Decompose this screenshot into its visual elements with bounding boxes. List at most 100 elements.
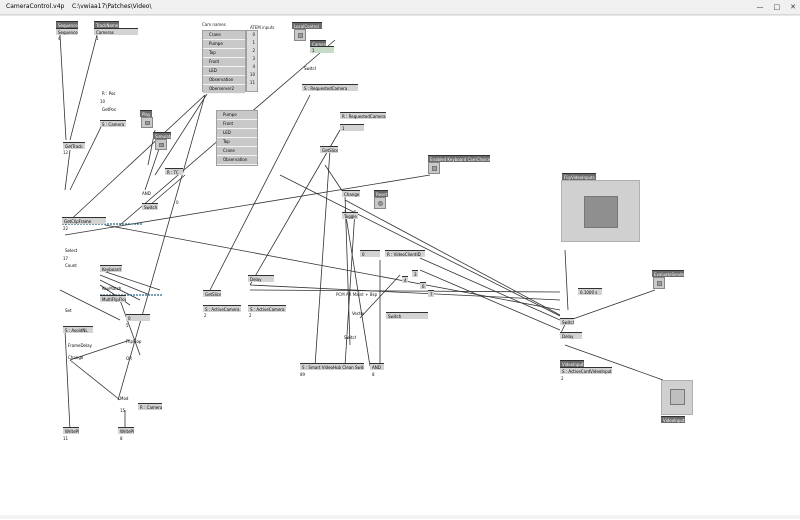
maximize-icon[interactable]: □ xyxy=(773,3,781,11)
simulate-toggle[interactable] xyxy=(155,139,167,150)
cam-names-list[interactable]: Crane Pumpe Top Front LED Observation Ob… xyxy=(202,30,246,94)
s-avoidnl-node[interactable]: S : AvoidNL xyxy=(63,326,93,333)
select-node-1[interactable]: Select xyxy=(65,248,78,253)
keymatch-node[interactable]: KeyMatch xyxy=(102,286,122,291)
count-node[interactable]: Count xyxy=(65,263,77,268)
requested-number[interactable]: 1 xyxy=(340,124,364,131)
delay-node-1[interactable]: Delay xyxy=(248,275,274,282)
mod-node[interactable]: Mod xyxy=(120,396,129,401)
or-node[interactable]: OR xyxy=(126,356,132,361)
simulate-label[interactable]: Simulate xyxy=(153,132,171,139)
smart-videohub-node[interactable]: S : Smart VideoHub Clean Switch xyxy=(300,363,364,370)
r-pos-node[interactable]: R : Pos xyxy=(102,91,116,96)
getclipframe-node[interactable]: GetClipFrame xyxy=(62,217,106,224)
flipflop-node[interactable]: FlipFlop xyxy=(126,339,142,344)
evaluatesender-toggle[interactable] xyxy=(653,277,665,289)
localcontrol-label[interactable]: LocalControl xyxy=(292,22,322,29)
camera-value[interactable]: 1 xyxy=(310,46,334,53)
vector-node[interactable]: Vector xyxy=(352,311,364,316)
cam-name-row[interactable]: Pumpe xyxy=(217,111,257,120)
flipvideoinputs-panel[interactable] xyxy=(561,180,640,242)
toggle-node[interactable]: Toggle xyxy=(342,212,358,219)
s-activecamera-node-2[interactable]: S : ActiveCamera xyxy=(248,305,286,312)
camera-label[interactable]: Camera xyxy=(310,40,326,47)
cam-name-row[interactable]: Crane xyxy=(217,147,257,156)
switch-node-4[interactable]: Switch xyxy=(386,312,428,319)
set-node[interactable]: Set xyxy=(65,308,72,313)
trackname-label[interactable]: TrackName xyxy=(94,21,119,28)
switch-node-1[interactable]: Switch xyxy=(142,203,158,210)
and-node-1[interactable]: AND xyxy=(142,191,151,196)
enabled-keyboard-label[interactable]: Enabled Keyboard CamChoice xyxy=(428,155,490,162)
reset-bang[interactable] xyxy=(374,197,386,209)
cam-name-row[interactable]: Observation xyxy=(217,156,257,165)
gettrack-node[interactable]: GetTrack xyxy=(63,142,85,149)
switch-node-3[interactable]: Switch xyxy=(344,335,356,340)
minimize-icon[interactable]: — xyxy=(756,3,764,11)
cam-name-row[interactable]: Front xyxy=(203,58,245,67)
videoinput-panel[interactable] xyxy=(661,380,693,415)
enabled-keyboard-toggle[interactable] xyxy=(428,162,440,174)
sequence-input[interactable]: Sequence xyxy=(56,28,78,35)
spread-box-3[interactable]: 6 xyxy=(420,282,426,289)
cam-name-row[interactable]: LED xyxy=(203,67,245,76)
localcontrol-toggle[interactable] xyxy=(294,29,306,41)
cam-name-row[interactable]: LED xyxy=(217,129,257,138)
writeplc2-value: 8 xyxy=(120,436,123,441)
atem-list[interactable]: 0 1 2 3 4 10 11 xyxy=(246,30,258,92)
getpos-node[interactable]: GetPos xyxy=(102,107,116,112)
videoinput-panel-label[interactable]: VideoInput xyxy=(661,416,685,423)
flipvideoinputs-label[interactable]: FlipVideoInputs xyxy=(562,173,596,180)
evaluatesender-label[interactable]: EvaluateSender xyxy=(652,270,684,277)
play-label[interactable]: Play xyxy=(140,110,152,117)
cam-name-row[interactable]: Top xyxy=(203,49,245,58)
r-videoclientid-node[interactable]: R : VideoClientID xyxy=(385,250,425,257)
cam-name-row[interactable]: Pumpe xyxy=(203,40,245,49)
cameras-input[interactable]: Cameras xyxy=(94,28,138,35)
cam-name-row[interactable]: Observation xyxy=(203,76,245,85)
s-requestedcamera-node[interactable]: S : RequestedCamera xyxy=(302,84,358,91)
framedelay-node[interactable]: FrameDelay xyxy=(68,343,92,348)
close-icon[interactable]: ✕ xyxy=(790,3,796,11)
cam-name-row[interactable]: Oberserver2 xyxy=(203,85,245,94)
switch-node-5[interactable]: Switch xyxy=(560,318,574,325)
delay-value-node[interactable]: 0.1000 s xyxy=(578,288,602,295)
change-node-1[interactable]: Change xyxy=(68,355,84,360)
delay-node-2[interactable]: Delay xyxy=(560,332,582,339)
cam-names-title: Cam names xyxy=(202,22,226,27)
cam-name-row[interactable]: Top xyxy=(217,138,257,147)
number-box-0b[interactable]: 0 xyxy=(360,250,380,257)
videoinput-label[interactable]: VideoInput xyxy=(560,360,584,367)
atem-value: 3 xyxy=(252,56,255,61)
r-camera-node[interactable]: R : Camera xyxy=(138,403,162,410)
writeplc-node-2[interactable]: WritePlc xyxy=(118,427,134,434)
r-tc-node[interactable]: R : TC xyxy=(165,168,183,175)
r-requestedcamera-node[interactable]: R : RequestedCamera xyxy=(340,112,386,119)
atem-values: 0 1 2 3 4 10 11 xyxy=(250,31,255,87)
getslice-node-1[interactable]: GetSlice xyxy=(203,290,221,297)
multiflipflop-node[interactable]: MultiFlipFlop xyxy=(100,295,126,302)
getslice-node-2[interactable]: GetSlice xyxy=(320,146,338,153)
r-pos-value: 10 xyxy=(100,99,106,104)
cam-name-row[interactable]: Crane xyxy=(203,31,245,40)
switch-node-2[interactable]: Switch xyxy=(304,66,316,71)
cam-name-row[interactable]: Front xyxy=(217,120,257,129)
activecardvideoinput-value: 2 xyxy=(561,376,564,381)
spread-box-1[interactable]: 4 xyxy=(402,276,408,283)
keyboard-node[interactable]: Keyboard xyxy=(100,265,122,272)
cam-names-list-2[interactable]: Pumpe Front LED Top Crane Observation xyxy=(216,110,258,166)
number-box-0[interactable]: 0 xyxy=(126,314,150,321)
change-node-2[interactable]: Change xyxy=(342,190,360,197)
play-toggle[interactable] xyxy=(141,117,153,128)
reset-label[interactable]: Reset xyxy=(374,190,388,197)
s-activecardvideoinput-node[interactable]: S : ActiveCardVideoInput xyxy=(560,367,612,374)
writeplc-node-1[interactable]: WritePlc xyxy=(63,427,79,434)
s-camera-node[interactable]: S : Camera xyxy=(100,120,126,127)
atem-title: ATEM inputs xyxy=(250,25,275,30)
spread-box-4[interactable]: 7 xyxy=(428,290,434,297)
and-node-2[interactable]: AND xyxy=(370,363,384,370)
s-activecamera-node-1[interactable]: S : ActiveCamera xyxy=(203,305,241,312)
sequence-label[interactable]: Sequence xyxy=(56,21,78,28)
spread-box-2[interactable]: 3 xyxy=(412,270,418,277)
window-controls: — □ ✕ xyxy=(757,0,797,14)
